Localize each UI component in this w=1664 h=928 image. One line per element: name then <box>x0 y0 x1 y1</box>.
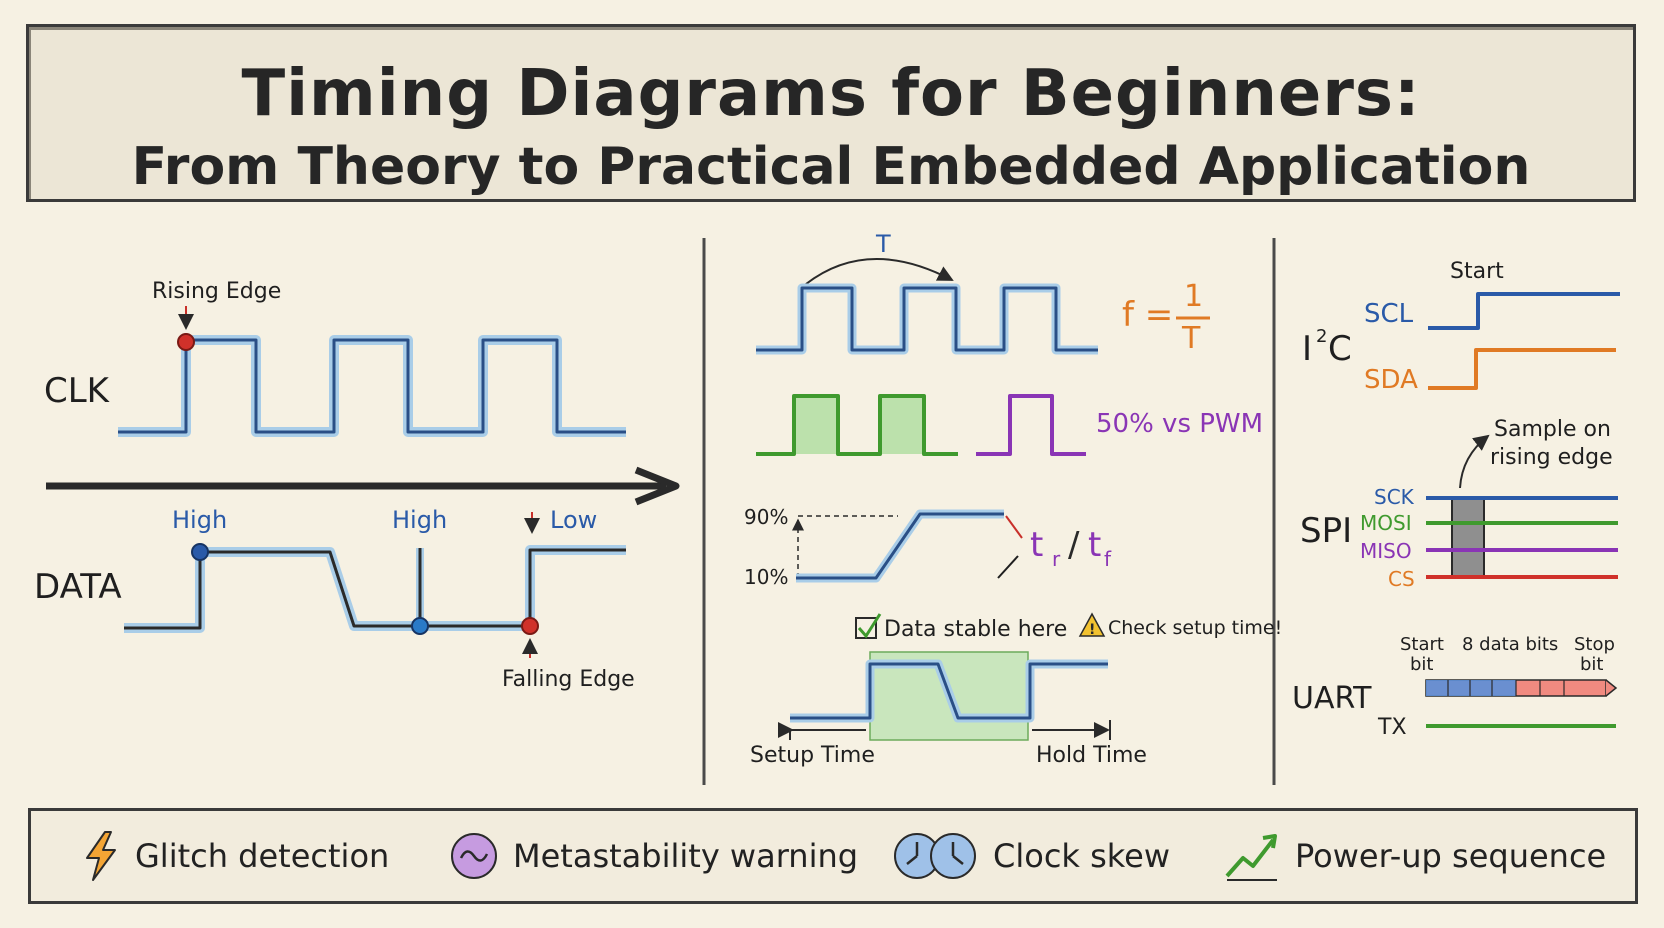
setup-time-label: Setup Time <box>750 743 875 768</box>
rising-edge-label: Rising Edge <box>152 279 281 304</box>
i2c-c-label: C <box>1328 329 1352 369</box>
freq-f-label: f = <box>1122 295 1173 335</box>
falling-edge-label: Falling Edge <box>502 667 635 692</box>
pwm-waveform <box>976 394 1086 456</box>
metastability-label: Metastability warning <box>513 837 859 875</box>
sda-label: SDA <box>1364 365 1418 395</box>
title-banner: Timing Diagrams for Beginners: From Theo… <box>26 24 1636 202</box>
mosi-label: MOSI <box>1360 511 1412 535</box>
freq-numerator: 1 <box>1184 279 1203 314</box>
i2c-label: I <box>1302 329 1312 369</box>
rising-edge-dot <box>177 333 195 351</box>
uart-stop-label-2: bit <box>1580 654 1603 675</box>
page-title: Timing Diagrams for Beginners: <box>241 57 1421 131</box>
data-stable-label: Data stable here <box>884 617 1067 642</box>
footer-bar: Glitch detection Metastability warning C… <box>28 808 1638 904</box>
pct10-label: 10% <box>744 565 788 589</box>
period-waveform <box>756 283 1098 355</box>
wave-circle-icon <box>451 833 497 879</box>
sda-waveform <box>1428 348 1616 390</box>
i2c-start-label: Start <box>1450 259 1504 284</box>
uart-data-bits-label: 8 data bits <box>1462 634 1558 655</box>
check-setup-label: Check setup time! <box>1108 617 1282 639</box>
uart-start-label-1: Start <box>1400 634 1444 655</box>
falling-edge-dot <box>521 617 539 635</box>
tx-label: TX <box>1377 715 1407 740</box>
warning-icon: ! <box>1078 612 1106 638</box>
uart-label: UART <box>1292 681 1372 716</box>
scl-waveform <box>1428 292 1620 330</box>
checkbox-icon <box>855 613 882 639</box>
high-label-1: High <box>172 506 227 534</box>
clk-label: CLK <box>44 371 111 411</box>
data-high-dot-1 <box>191 543 209 561</box>
clocks-icon <box>894 833 976 879</box>
sample-arrow <box>1459 434 1490 489</box>
tf-pointer <box>997 555 1019 579</box>
time-arrow-head <box>634 466 680 506</box>
glitch-label: Glitch detection <box>135 837 390 875</box>
tf-label: t <box>1088 525 1101 565</box>
tr-subscript: r <box>1052 547 1061 571</box>
sck-label: SCK <box>1374 485 1415 509</box>
clock-skew-item: Clock skew <box>893 811 1170 901</box>
miso-label: MISO <box>1360 539 1412 563</box>
rising-edge-note: rising edge <box>1490 445 1613 470</box>
data-high-dot-2 <box>411 617 429 635</box>
power-up-label: Power-up sequence <box>1295 837 1607 875</box>
pct90-label: 90% <box>744 505 788 529</box>
data-label: DATA <box>34 567 122 607</box>
uart-start-label-2: bit <box>1410 654 1433 675</box>
clock-skew-label: Clock skew <box>993 837 1171 875</box>
freq-denominator: T <box>1181 321 1201 356</box>
power-up-item: Power-up sequence <box>1223 811 1606 901</box>
spi-label: SPI <box>1300 511 1352 551</box>
tr-label: t <box>1030 525 1043 565</box>
low-label: Low <box>550 506 597 534</box>
data-waveform <box>124 545 626 633</box>
tr-pointer <box>1005 515 1023 539</box>
period-arc <box>805 257 954 285</box>
sample-on-label: Sample on <box>1494 417 1611 442</box>
scl-label: SCL <box>1364 299 1414 329</box>
metastability-item: Metastability warning <box>449 811 858 901</box>
high-label-2: High <box>392 506 447 534</box>
svg-text:!: ! <box>1089 622 1095 638</box>
setup-hold-waveform <box>790 659 1108 723</box>
duty-50-waveform <box>756 394 958 456</box>
period-label: T <box>875 230 891 258</box>
uart-stop-label-1: Stop <box>1574 634 1615 655</box>
page-subtitle: From Theory to Practical Embedded Applic… <box>131 137 1531 197</box>
uart-frame <box>1425 679 1618 697</box>
cs-label: CS <box>1388 567 1415 591</box>
tr-tf-slash: / <box>1068 525 1080 565</box>
lightning-icon <box>86 831 116 881</box>
glitch-item: Glitch detection <box>81 811 389 901</box>
hold-time-label: Hold Time <box>1036 743 1147 768</box>
clk-waveform <box>118 335 626 437</box>
sample-window <box>1451 497 1485 577</box>
i2c-superscript: 2 <box>1316 326 1327 347</box>
rising-arrow-icon <box>1225 834 1277 881</box>
rise-fall-waveform <box>796 509 1004 583</box>
tf-subscript: f <box>1104 547 1112 571</box>
pwm-label: 50% vs PWM <box>1096 409 1263 439</box>
